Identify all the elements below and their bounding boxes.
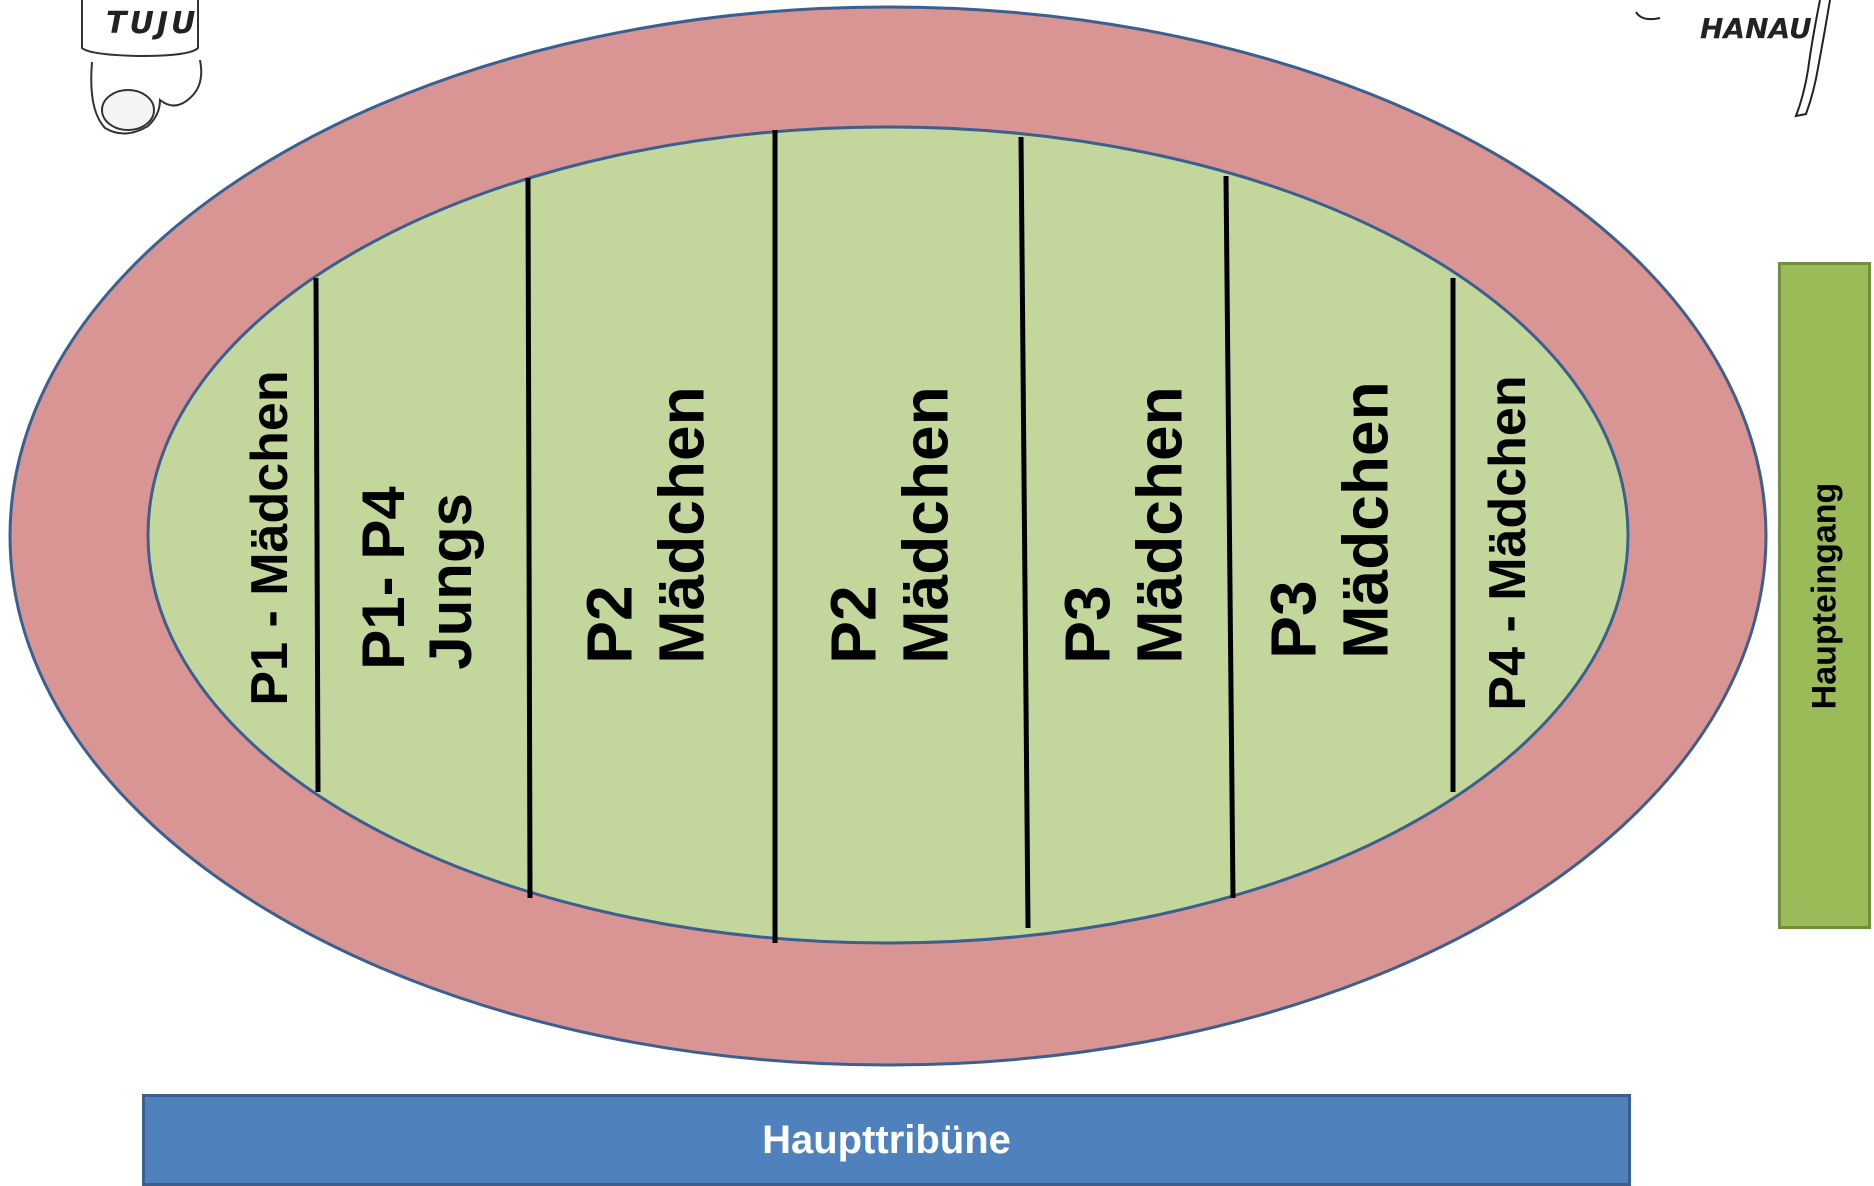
zone-label-line: Mädchen bbox=[645, 386, 717, 664]
zone-label-p1-maedchen: P1 - Mädchen bbox=[241, 370, 299, 706]
zone-label-line: P2 bbox=[817, 585, 890, 664]
hanau-logo-text: HANAU bbox=[1700, 12, 1812, 45]
zone-divider bbox=[1223, 175, 1236, 899]
zone-label-line: Mädchen bbox=[889, 386, 961, 664]
zone-label-line: P3 bbox=[1257, 580, 1330, 659]
zone-dividers bbox=[313, 130, 1456, 943]
zone-label-line: Mädchen bbox=[1329, 381, 1401, 659]
zone-label-p4-maedchen: P4 - Mädchen bbox=[1479, 375, 1537, 711]
hanau-logo-stroke bbox=[1794, 0, 1831, 118]
tuju-logo-shoe bbox=[101, 89, 155, 131]
main-stand-label: Haupttribüne bbox=[762, 1117, 1011, 1162]
zone-divider bbox=[1018, 136, 1031, 929]
tuju-logo bbox=[81, 0, 203, 135]
zone-label-line: P3 bbox=[1051, 585, 1124, 664]
zone-divider bbox=[313, 277, 321, 793]
zone-label-p2-maedchen-a: P2 Mädchen bbox=[573, 386, 717, 664]
hanau-logo-swoosh bbox=[1635, 11, 1661, 21]
zone-label-line: P1- P4 bbox=[349, 486, 417, 670]
zone-label-line: Mädchen bbox=[1123, 386, 1195, 664]
infield bbox=[146, 125, 1630, 945]
main-entrance-label: Haupteingang bbox=[1805, 482, 1843, 709]
zone-divider bbox=[525, 177, 533, 899]
zone-label-p3-maedchen-b: P3 Mädchen bbox=[1257, 381, 1401, 659]
zone-label-p2-maedchen-b: P2 Mädchen bbox=[817, 386, 961, 664]
zone-label-line: P2 bbox=[573, 585, 646, 664]
zone-label-line: P4 - Mädchen bbox=[1479, 375, 1537, 711]
zone-label-line: Jungs bbox=[417, 493, 484, 670]
zone-label-p1-p4-jungs: P1- P4 Jungs bbox=[350, 486, 484, 669]
tuju-logo-sign bbox=[81, 0, 199, 58]
main-entrance: Haupteingang bbox=[1778, 262, 1871, 929]
tuju-logo-text: TUJU bbox=[106, 6, 199, 41]
zone-label-line: P1 - Mädchen bbox=[241, 370, 299, 706]
hanau-logo bbox=[1635, 0, 1831, 118]
main-stand: Haupttribüne bbox=[142, 1094, 1631, 1186]
zone-label-p3-maedchen-a: P3 Mädchen bbox=[1051, 386, 1195, 664]
